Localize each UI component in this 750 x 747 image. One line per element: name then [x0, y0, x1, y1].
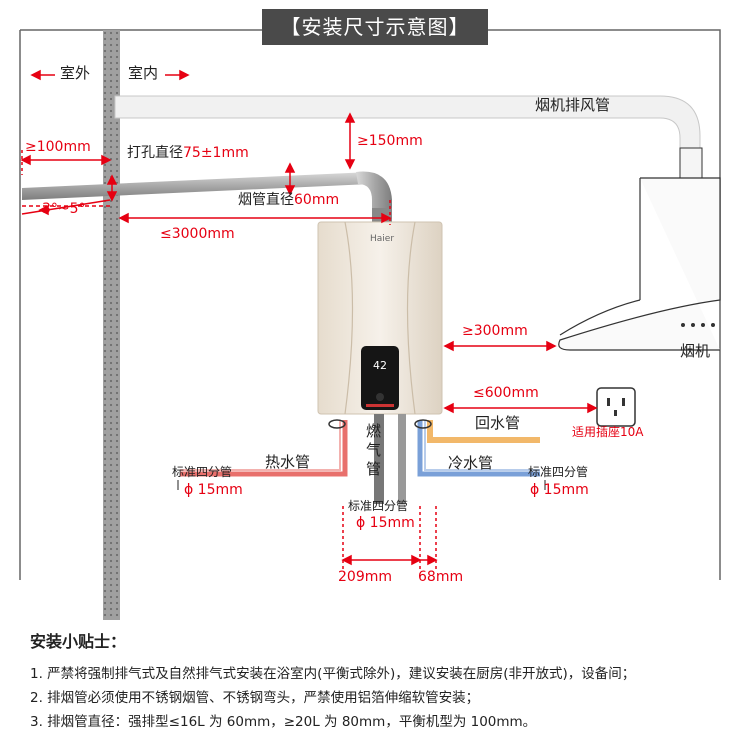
slope-label: 3°~5°	[42, 201, 86, 217]
socket-label: 适用插座10A	[572, 425, 644, 439]
dim-209: 209mm	[338, 569, 392, 585]
dim-gte300: ≥300mm	[462, 323, 528, 339]
hot-pipe-label: 热水管	[265, 453, 311, 471]
outdoor-label: 室外	[60, 64, 91, 82]
socket-icon	[596, 387, 636, 427]
cold-pipe-diameter: ϕ 15mm	[530, 482, 589, 498]
flue-diameter-value: 60mm	[294, 192, 340, 208]
flue-diameter-label: 烟管直径60mm	[238, 193, 339, 207]
range-hood	[558, 147, 721, 351]
gas-pipe	[374, 414, 384, 504]
display-readout: 42	[373, 359, 387, 372]
cold-pipe-label: 冷水管	[448, 454, 494, 472]
brand-logo: Haier	[370, 234, 395, 244]
gas-pipe-label: 燃气管	[366, 422, 382, 478]
wall	[103, 30, 120, 620]
tips-title: 安装小贴士：	[30, 632, 127, 651]
gas-std-pipe-label: 标准四分管	[348, 499, 409, 513]
tip-item: 1. 严禁将强制排气式及自然排气式安装在浴室内(平衡式除外)，建议安装在厨房(非…	[30, 666, 636, 682]
hole-diameter-value: 75±1mm	[183, 145, 249, 161]
dim-gte150: ≥150mm	[357, 133, 423, 149]
dimension-lines	[20, 69, 598, 570]
dim-68: 68mm	[418, 569, 464, 585]
range-hood-duct-label: 烟机排风管	[535, 96, 611, 114]
frame-line	[20, 29, 721, 580]
tip-item: 3. 排烟管直径：强排型≤16L 为 60mm，≥20L 为 80mm，平衡机型…	[30, 714, 537, 730]
water-heater	[317, 221, 443, 415]
tip-item: 2. 排烟管必须使用不锈钢烟管、不锈钢弯头，严禁使用铝箔伸缩软管安装；	[30, 690, 480, 706]
dim-lte600: ≤600mm	[473, 385, 539, 401]
installation-tips: 安装小贴士： 1. 严禁将强制排气式及自然排气式安装在浴室内(平衡式除外)，建议…	[30, 628, 730, 734]
gas-pipe-diameter: ϕ 15mm	[356, 515, 415, 531]
flue-elbow	[356, 171, 392, 215]
range-hood-label: 烟机	[680, 342, 711, 360]
flue-diameter-text: 烟管直径	[238, 192, 294, 208]
hot-pipe-diameter: ϕ 15mm	[184, 482, 243, 498]
dim-gte100: ≥100mm	[25, 139, 91, 155]
return-pipe-label: 回水管	[475, 414, 521, 432]
page-title: 【安装尺寸示意图】	[262, 9, 488, 45]
hole-diameter-label: 打孔直径75±1mm	[127, 146, 249, 160]
hole-diameter-text: 打孔直径	[127, 145, 183, 161]
indoor-label: 室内	[128, 64, 159, 82]
display-panel-icon	[361, 346, 399, 410]
dim-lte3000: ≤3000mm	[160, 226, 235, 242]
cold-pipe	[417, 420, 540, 477]
cold-std-pipe-label: 标准四分管	[528, 465, 589, 479]
hot-std-pipe-label: 标准四分管	[172, 465, 233, 479]
hot-pipe	[180, 420, 348, 477]
